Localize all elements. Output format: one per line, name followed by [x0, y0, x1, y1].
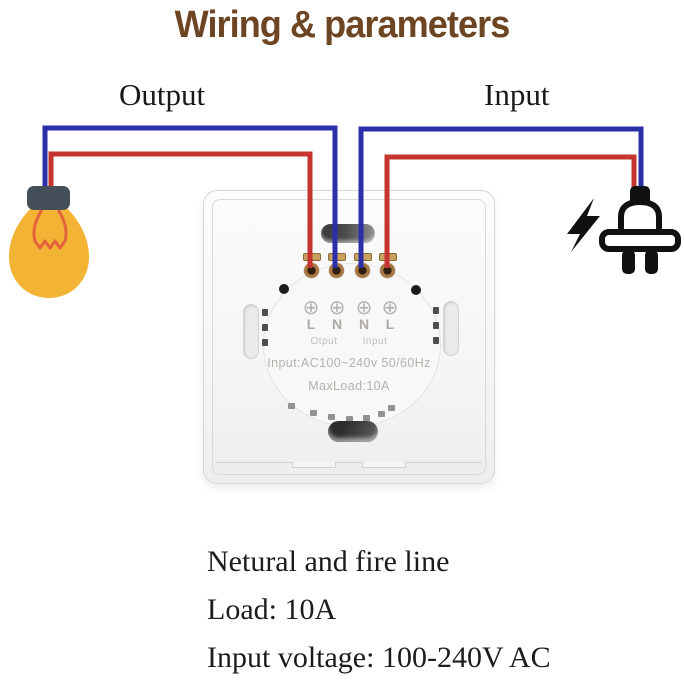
terminal-letter: N: [331, 316, 343, 332]
output-terminals-label: Otput: [310, 336, 338, 347]
bottom-mount-slot: [328, 421, 378, 442]
bulb-filament: [32, 209, 68, 250]
clip-mark: [262, 309, 268, 316]
arc-notch: [363, 415, 370, 421]
input-terminals-label: Input: [362, 336, 388, 347]
terminal-hole-l-output: [304, 263, 319, 278]
terminal-contact: [328, 253, 346, 261]
terminal-hole-n-output: [329, 263, 344, 278]
plate-inner-frame: [212, 199, 486, 475]
clip-mark: [262, 339, 268, 346]
arc-notch: [328, 414, 335, 420]
plug-base: [599, 229, 681, 252]
device-load-spec: MaxLoad:10A: [308, 379, 390, 393]
power-plug-icon: [599, 186, 681, 274]
side-clip-slot: [443, 301, 459, 356]
fixing-screw: [279, 284, 289, 294]
note-line-wiring: Netural and fire line: [207, 545, 450, 578]
clip-mark: [433, 307, 439, 314]
note-line-voltage: Input voltage: 100-240V AC: [207, 641, 551, 674]
side-clip-slot: [243, 304, 259, 359]
mount-frame-tab: [362, 462, 406, 468]
mount-frame-line: [216, 462, 482, 463]
arc-notch: [288, 403, 295, 409]
arc-notch: [378, 411, 385, 417]
terminal-hole-l-input: [380, 263, 395, 278]
clip-mark: [433, 337, 439, 344]
terminal-letter: L: [306, 316, 316, 332]
light-bulb-icon: [9, 186, 89, 298]
plug-cord: [630, 186, 650, 210]
screw-terminal-icon: ⊕: [328, 295, 346, 319]
plug-prong: [622, 250, 635, 274]
screw-terminal-icon: ⊕: [302, 295, 320, 319]
page-title: Wiring & parameters: [174, 4, 511, 46]
screw-terminal-icon: ⊕: [381, 295, 399, 319]
bulb-glass: [9, 206, 89, 298]
fixing-screw: [411, 285, 421, 295]
plug-prong: [645, 250, 658, 274]
top-mount-slot: [321, 224, 375, 243]
arc-notch: [310, 410, 317, 416]
bulb-cap: [27, 186, 70, 210]
terminal-contact: [354, 253, 372, 261]
screw-terminal-icon: ⊕: [355, 295, 373, 319]
terminal-hole-n-input: [355, 263, 370, 278]
lightning-bolt-icon: [567, 198, 600, 252]
terminal-letter: L: [385, 316, 395, 332]
device-voltage-spec: Input:AC100~240v 50/60Hz: [267, 356, 431, 370]
arc-notch: [388, 405, 395, 411]
clip-mark: [433, 322, 439, 329]
arc-notch: [346, 416, 353, 422]
mount-frame-tab: [292, 462, 336, 468]
output-section-label: Output: [119, 77, 206, 112]
clip-mark: [262, 324, 268, 331]
note-line-load: Load: 10A: [207, 593, 337, 626]
terminal-letter: N: [358, 316, 370, 332]
input-section-label: Input: [484, 77, 550, 112]
plug-body: [618, 198, 662, 237]
switch-back-plate: ⊕ ⊕ ⊕ ⊕ L N N L Otput Input Input:AC100~…: [203, 190, 495, 484]
terminal-contact: [303, 253, 321, 261]
terminal-contact: [379, 253, 397, 261]
